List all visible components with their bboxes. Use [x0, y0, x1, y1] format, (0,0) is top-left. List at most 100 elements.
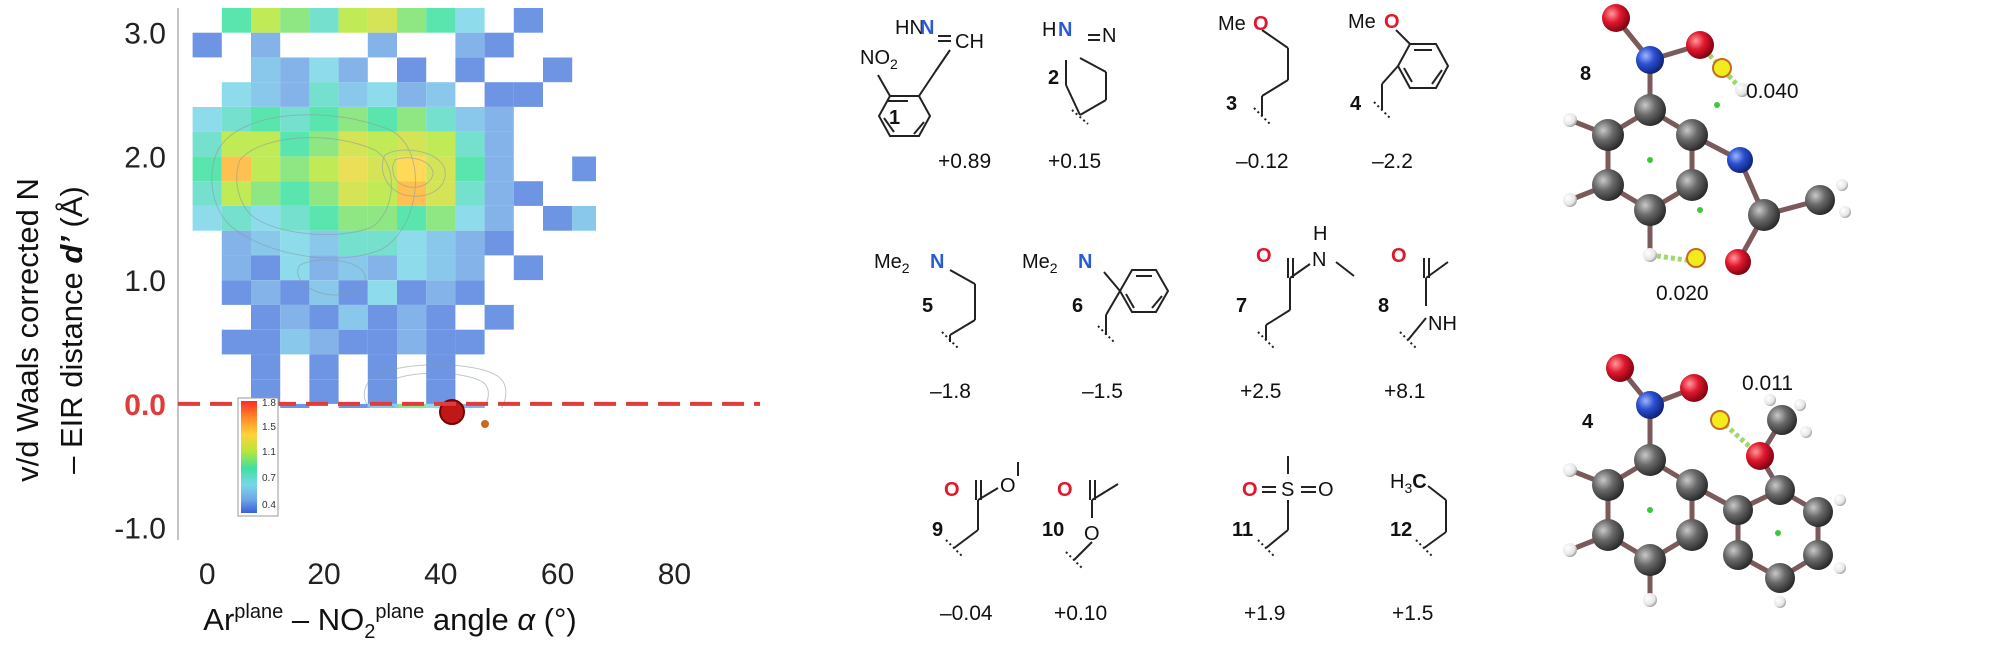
heatmap-cell	[309, 82, 339, 107]
compound-9-o2: O	[1000, 475, 1016, 497]
y-tick-label: 1.0	[124, 265, 166, 298]
heatmap-cell	[397, 329, 427, 355]
heatmap-cell	[192, 206, 222, 231]
model-8-critical-points	[1647, 58, 1732, 268]
compound-10: O O 10 +0.10	[1042, 479, 1119, 625]
heatmap-cell	[426, 8, 456, 33]
colorbar-legend: 1.8 1.5 1.1 0.7 0.4	[237, 397, 279, 517]
heatmap-cell	[367, 255, 397, 281]
heatmap-cell	[251, 8, 281, 33]
heatmap-cell	[367, 329, 397, 355]
heatmap-cell	[513, 255, 543, 281]
heatmap-cell	[221, 280, 251, 305]
heatmap-cell	[455, 329, 485, 355]
compound-6: Me2 N 6 –1.5	[1022, 251, 1170, 403]
compound-6-nme2: Me2	[1022, 251, 1058, 276]
heatmap-cell	[280, 131, 310, 157]
y-axis-label-line2: – EIR distance d’ (Å)	[54, 186, 89, 474]
compound-7-number: 7	[1236, 295, 1247, 317]
density-contours	[211, 114, 507, 408]
compound-3: Me O 3 –0.12	[1218, 13, 1289, 173]
heatmap-cell	[192, 181, 222, 206]
compound-9-number: 9	[932, 519, 943, 541]
heatmap-cell	[309, 379, 339, 404]
heatmap-cell	[455, 206, 485, 231]
heatmap-cell	[397, 82, 427, 107]
y-tick-label: 2.0	[124, 141, 166, 174]
compound-3-value: –0.12	[1236, 150, 1289, 173]
heatmap-cell	[309, 329, 339, 355]
heatmap-cell	[309, 181, 339, 206]
model-8-atoms	[1563, 4, 1851, 275]
compound-9: O O 9 –0.04	[932, 462, 1019, 625]
compound-9-o1: O	[944, 479, 960, 501]
compound-6-value: –1.5	[1082, 380, 1123, 403]
heatmap-cell	[280, 57, 310, 83]
compound-8: O NH 8 +8.1	[1378, 245, 1457, 403]
heatmap-cell	[338, 206, 368, 231]
heatmap-cell	[367, 131, 397, 157]
heatmap-cell	[455, 156, 485, 182]
heatmap-cell	[455, 32, 485, 58]
heatmap-cell	[367, 280, 397, 305]
compound-4: Me O 4 –2.2	[1348, 11, 1450, 173]
heatmap-cell	[426, 107, 456, 132]
heatmap-cell	[251, 354, 281, 380]
compound-12-h3c: H3C	[1390, 471, 1427, 496]
compound-7-h: H	[1313, 223, 1327, 245]
heatmap-cell	[280, 8, 310, 33]
heatmap-cell	[367, 181, 397, 206]
heatmap-cell	[543, 206, 573, 231]
compound-3-number: 3	[1226, 93, 1237, 115]
heatmap-cell	[426, 304, 456, 330]
heatmap-cell	[426, 329, 456, 355]
heatmap-cell	[280, 329, 310, 355]
compound-8-number: 8	[1378, 295, 1389, 317]
heatmap-cell	[455, 280, 485, 305]
heatmap-cell	[455, 230, 485, 256]
heatmap-cell	[484, 107, 514, 132]
heatmap-cell	[397, 57, 427, 83]
heatmap-cell	[251, 156, 281, 182]
heatmap-cell	[221, 107, 251, 132]
heatmap-cell	[397, 107, 427, 132]
compound-11-s: S	[1281, 479, 1294, 501]
structure-panel: HN N CH NO2 1 +0.89 H N N 2 +0.15	[860, 11, 1457, 625]
heatmap-cell	[484, 32, 514, 58]
heatmap-cell	[397, 304, 427, 330]
y-tick-label: 3.0	[124, 18, 166, 51]
compound-5-nme2: Me2	[874, 251, 910, 276]
compound-1-no2: NO2	[860, 47, 898, 72]
heatmap-cell	[397, 453, 426, 478]
heatmap-cell	[251, 181, 281, 206]
heatmap-cell	[367, 32, 397, 58]
heatmap-cell	[367, 230, 397, 256]
heatmap-cell	[192, 131, 222, 157]
compound-1-imine-hn: HN	[895, 17, 924, 39]
heatmap-cell	[426, 255, 456, 281]
heatmap-cell	[280, 107, 310, 132]
compound-4-value: –2.2	[1372, 150, 1413, 173]
heatmap-cell	[484, 131, 514, 157]
compound-10-o2: O	[1084, 523, 1100, 545]
compound-11-o1: O	[1242, 479, 1258, 501]
compound-7: O N H 7 +2.5	[1236, 223, 1355, 403]
heatmap-cell	[455, 8, 485, 33]
heatmap-cell	[455, 255, 485, 281]
heatmap-cell	[367, 354, 397, 380]
heatmap-cell	[484, 206, 514, 231]
heatmap-cell	[221, 82, 251, 107]
heatmap-cell	[309, 8, 339, 33]
colorbar-tick: 0.4	[262, 500, 276, 511]
heatmap-cell	[397, 429, 426, 454]
heatmap-cell	[338, 156, 368, 182]
heatmap-cell	[368, 429, 397, 454]
compound-6-n: N	[1078, 251, 1092, 273]
compound-2-number: 2	[1048, 67, 1059, 89]
heatmap-cell	[484, 82, 514, 107]
heatmap-cell	[192, 107, 222, 132]
heatmap-cell	[338, 131, 368, 157]
model-4-critical-points	[1647, 410, 1781, 536]
heatmap-cell	[309, 206, 339, 231]
